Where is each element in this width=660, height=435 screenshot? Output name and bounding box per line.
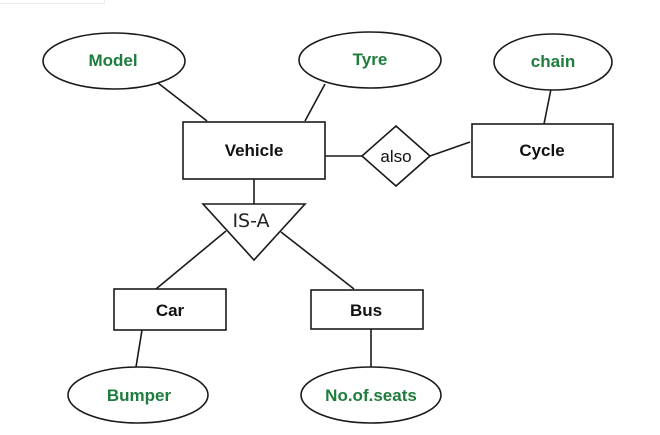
entity-bus-label: Bus: [350, 301, 382, 320]
attribute-bumper[interactable]: Bumper: [67, 366, 209, 424]
top-edge-strip: [0, 0, 105, 4]
entity-car[interactable]: Car: [113, 288, 227, 331]
isa-specialization[interactable]: IS-A: [201, 203, 307, 262]
isa-label: IS-A: [232, 210, 269, 232]
connector-isa-car: [155, 230, 227, 290]
attribute-tyre[interactable]: Tyre: [298, 31, 442, 89]
attribute-tyre-label: Tyre: [353, 50, 388, 69]
attribute-seats[interactable]: No.of.seats: [300, 366, 442, 424]
attribute-model[interactable]: Model: [42, 32, 186, 90]
entity-car-label: Car: [156, 301, 185, 320]
entity-cycle-label: Cycle: [519, 141, 564, 160]
entity-vehicle-label: Vehicle: [225, 141, 284, 160]
attribute-bumper-label: Bumper: [107, 386, 172, 405]
entity-bus[interactable]: Bus: [310, 289, 424, 330]
connector-model-vehicle: [157, 82, 208, 122]
attribute-chain[interactable]: chain: [493, 33, 613, 91]
connector-tyre-vehicle: [304, 83, 326, 122]
attribute-chain-label: chain: [531, 52, 575, 71]
attribute-seats-label: No.of.seats: [325, 386, 417, 405]
connector-also-cycle: [429, 141, 471, 157]
entity-vehicle[interactable]: Vehicle: [182, 121, 326, 180]
entity-cycle[interactable]: Cycle: [471, 123, 614, 178]
connector-isa-bus: [280, 231, 355, 290]
connector-car-bumper: [135, 329, 143, 368]
relationship-also-label: also: [380, 147, 411, 166]
attribute-model-label: Model: [88, 51, 137, 70]
relationship-also[interactable]: also: [360, 124, 432, 188]
connector-chain-cycle: [543, 88, 552, 125]
